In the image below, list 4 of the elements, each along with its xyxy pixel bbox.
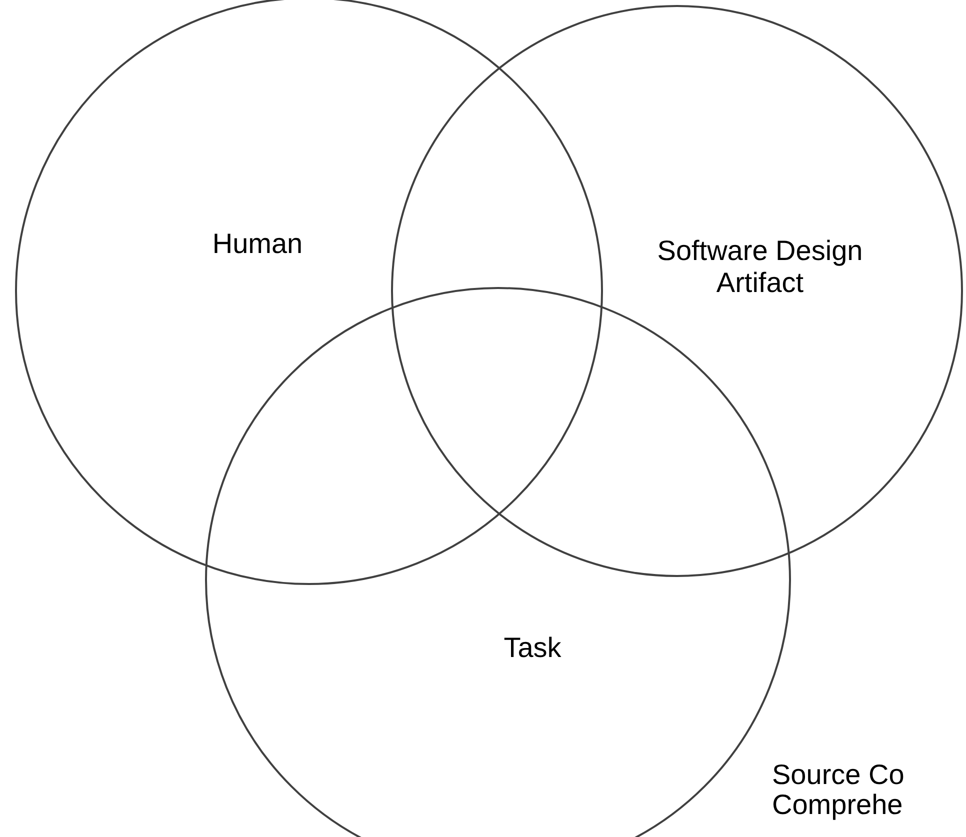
circle-label: Software Design Artifact xyxy=(656,235,864,299)
note-text: Source Co Comprehe xyxy=(772,760,906,820)
circle-label: Human xyxy=(211,228,304,260)
circle-label: Task xyxy=(502,632,562,664)
